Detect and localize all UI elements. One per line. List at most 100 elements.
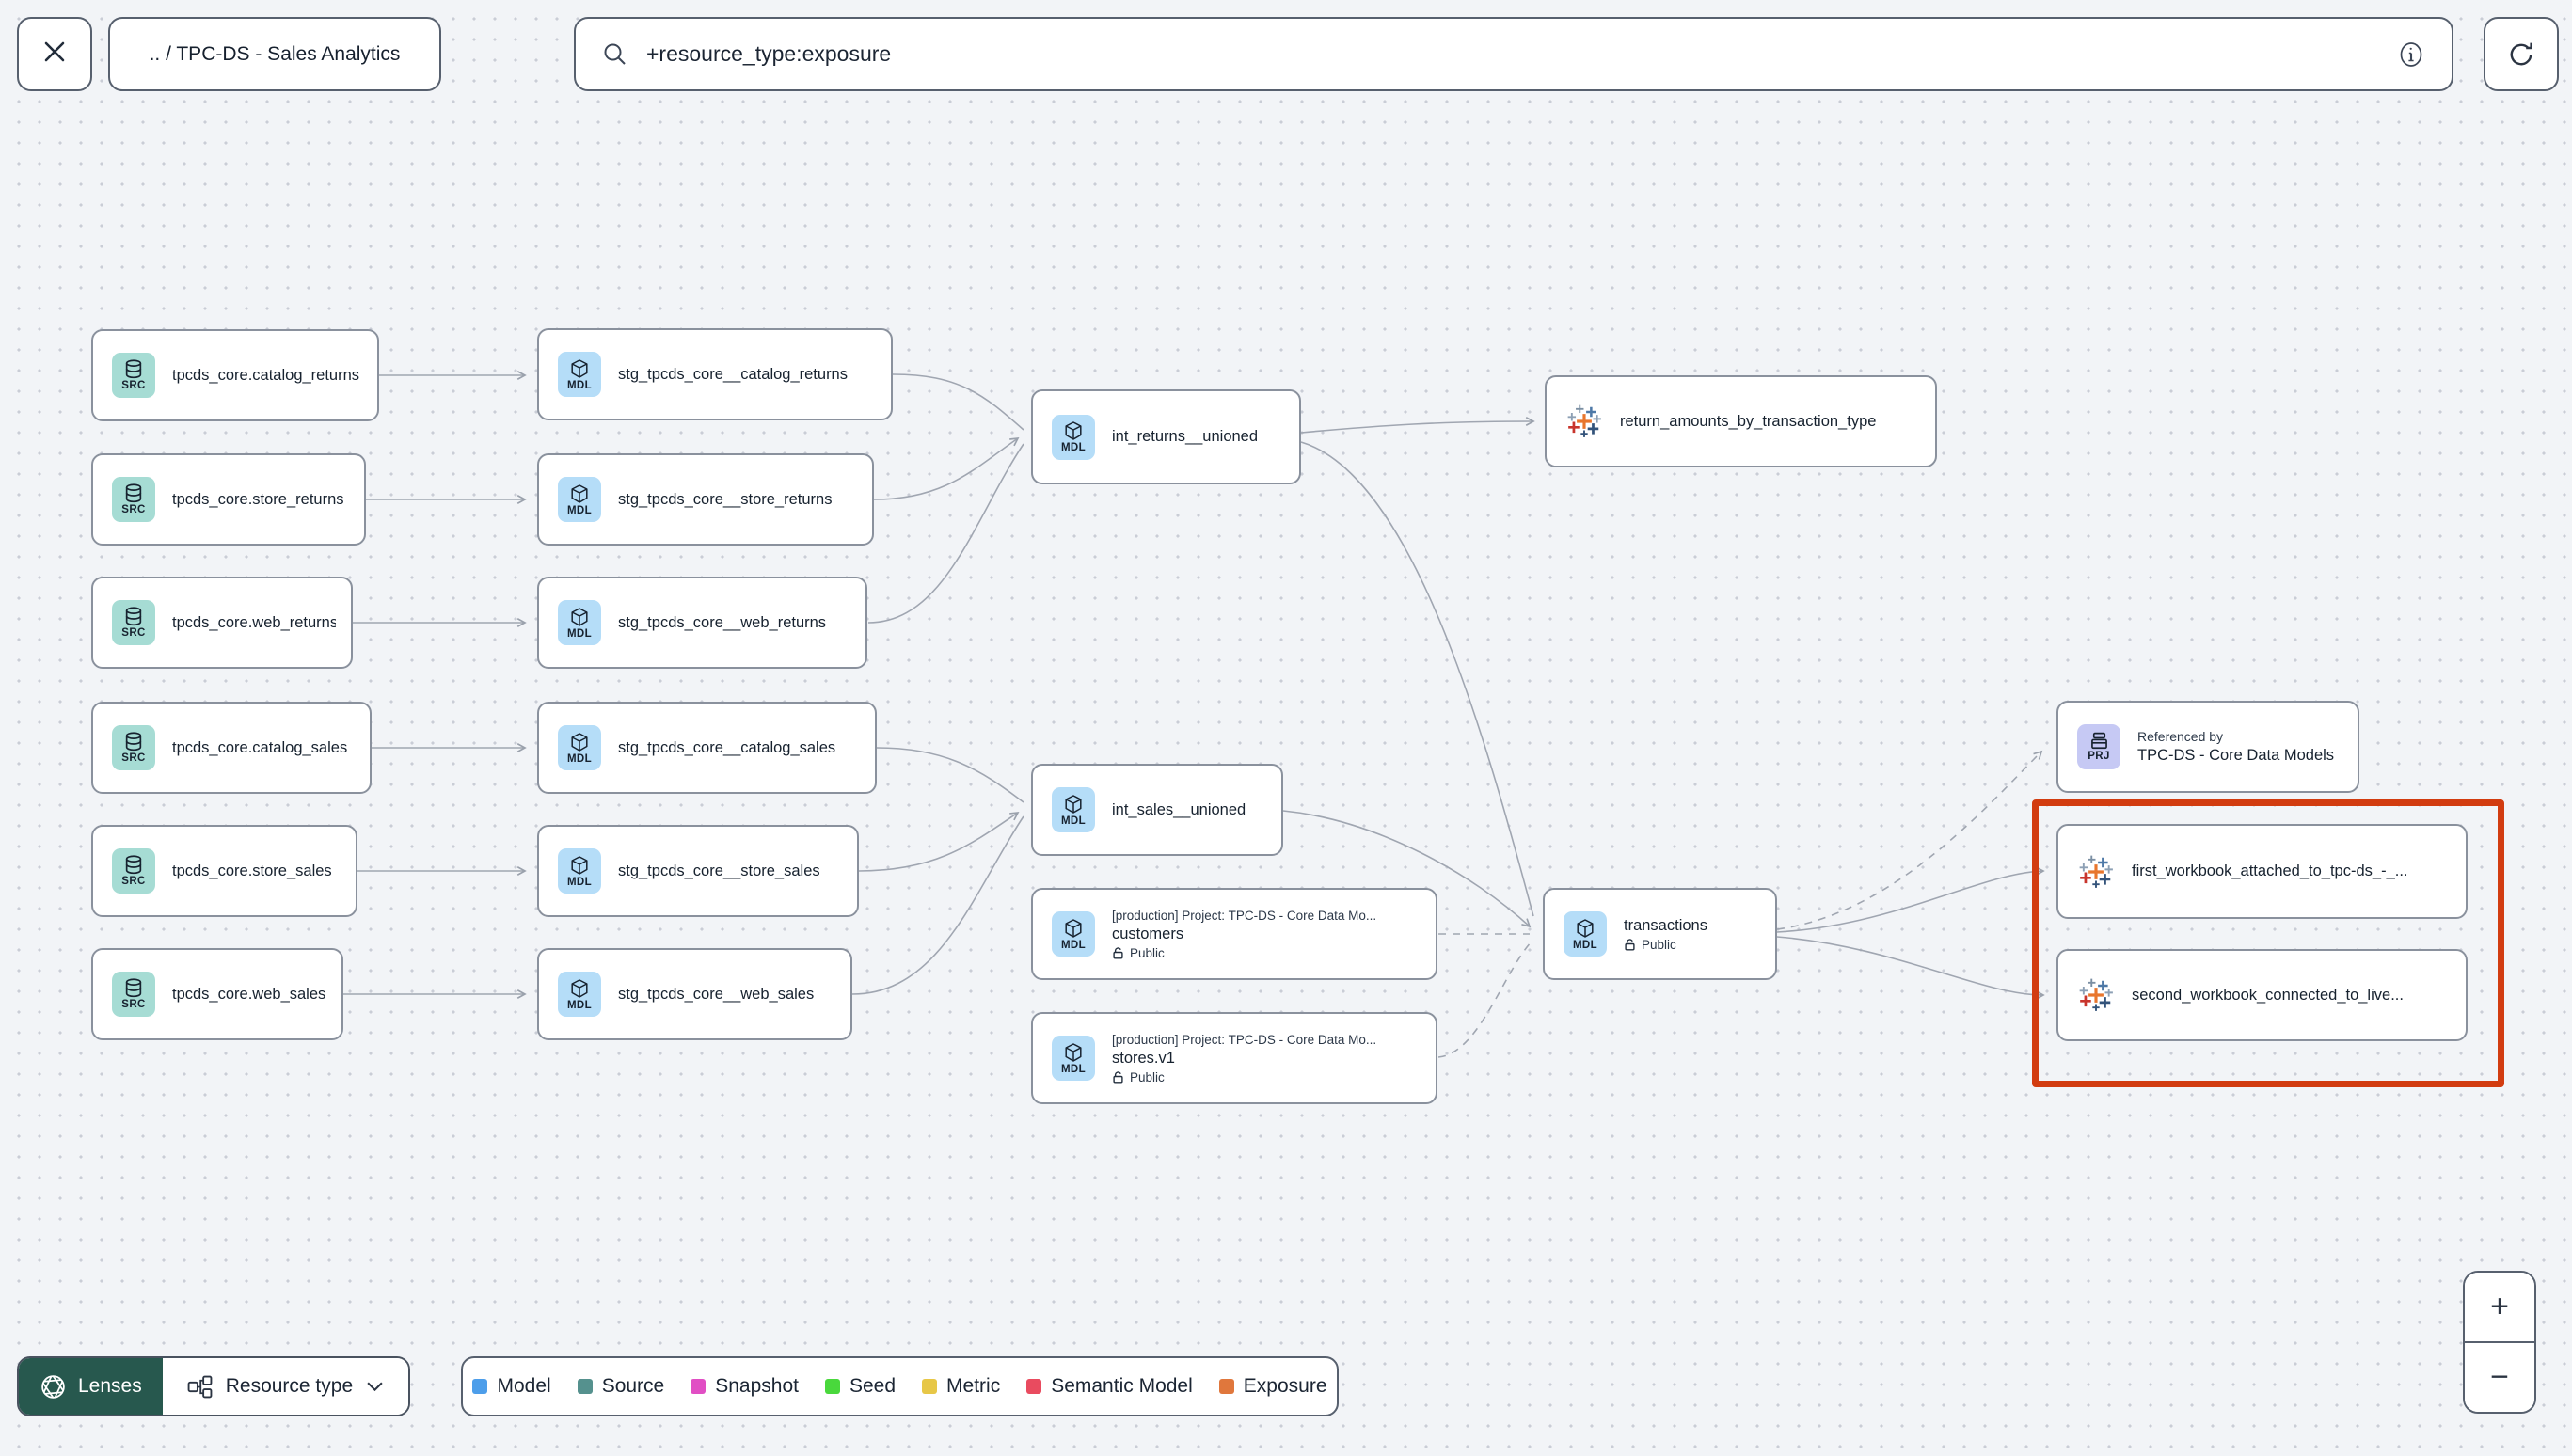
legend-swatch: [691, 1379, 707, 1394]
cube-icon: MDL: [558, 352, 601, 397]
node-label: tpcds_core.catalog_returns: [172, 366, 360, 384]
legend-item-source: Source: [577, 1375, 665, 1398]
node-body: [production] Project: TPC-DS - Core Data…: [1112, 1033, 1376, 1084]
edge-stg-web-sales-to-int-sales-unioned: [851, 815, 1024, 995]
node-body: transactions Public: [1624, 917, 1707, 952]
access-label: Public: [1130, 945, 1165, 960]
cube-icon: MDL: [558, 972, 601, 1017]
edge-stg-catalog-returns-to-int-returns-unioned: [892, 373, 1024, 431]
node-label: return_amounts_by_transaction_type: [1620, 412, 1877, 430]
info-icon[interactable]: [2397, 40, 2425, 70]
lenses-label: Lenses: [78, 1375, 142, 1397]
graph-node-stg-web-sales[interactable]: MDL stg_tpcds_core__web_sales: [537, 948, 852, 1040]
lock-open-icon: [1624, 938, 1636, 952]
legend-label: Seed: [849, 1375, 897, 1397]
chevron-down-icon: [366, 1381, 384, 1392]
edge-stg-store-sales-to-int-sales-unioned: [858, 812, 1020, 872]
lock-open-icon: [1112, 1070, 1124, 1084]
graph-node-stg-store-returns[interactable]: MDL stg_tpcds_core__store_returns: [537, 453, 874, 546]
cube-icon: MDL: [1052, 1036, 1095, 1081]
graph-node-exp-return-amounts[interactable]: return_amounts_by_transaction_type: [1545, 375, 1937, 467]
node-label: tpcds_core.store_sales: [172, 862, 332, 879]
legend-label: Model: [497, 1375, 551, 1397]
graph-node-src-catalog-returns[interactable]: SRC tpcds_core.catalog_returns: [91, 329, 379, 421]
node-label: tpcds_core.catalog_sales: [172, 738, 348, 756]
legend-swatch: [824, 1379, 840, 1394]
edge-int-sales-unioned-to-transactions: [1282, 810, 1532, 928]
graph-node-wb-first[interactable]: first_workbook_attached_to_tpc-ds_-_...: [2056, 824, 2468, 919]
cube-icon: MDL: [1052, 787, 1095, 832]
lenses-button[interactable]: Lenses: [19, 1358, 163, 1415]
node-body: [production] Project: TPC-DS - Core Data…: [1112, 909, 1376, 960]
refresh-button[interactable]: [2484, 17, 2559, 91]
node-label: stg_tpcds_core__catalog_sales: [618, 738, 836, 756]
graph-node-int-returns-unioned[interactable]: MDL int_returns__unioned: [1031, 389, 1301, 484]
graph-node-wb-second[interactable]: second_workbook_connected_to_live...: [2056, 949, 2468, 1041]
search-input[interactable]: [644, 40, 2380, 68]
legend-swatch: [1218, 1379, 1234, 1394]
graph-node-stg-catalog-returns[interactable]: MDL stg_tpcds_core__catalog_returns: [537, 328, 893, 420]
node-body: stg_tpcds_core__web_returns: [618, 614, 826, 632]
node-label: stg_tpcds_core__catalog_returns: [618, 365, 848, 383]
edge-stores-v1-to-transactions: [1437, 941, 1532, 1058]
cube-icon: MDL: [1052, 414, 1095, 460]
edge-stg-web-returns-to-int-returns-unioned: [867, 443, 1024, 624]
tableau-icon: [1565, 404, 1603, 439]
search-icon: [602, 41, 627, 67]
cube-icon: MDL: [558, 477, 601, 522]
legend-item-exposure: Exposure: [1218, 1375, 1327, 1398]
breadcrumb[interactable]: .. / TPC-DS - Sales Analytics: [108, 17, 441, 91]
legend-label: Source: [601, 1375, 665, 1397]
graph-node-stores-v1[interactable]: MDL [production] Project: TPC-DS - Core D…: [1031, 1012, 1437, 1104]
edge-stg-catalog-sales-to-int-sales-unioned: [876, 747, 1024, 803]
close-button[interactable]: [17, 17, 92, 91]
edge-transactions-to-wb-first: [1776, 866, 2045, 933]
node-body: stg_tpcds_core__store_returns: [618, 491, 832, 509]
node-label: transactions: [1624, 916, 1707, 934]
node-label: int_returns__unioned: [1112, 428, 1259, 445]
refresh-icon: [2505, 39, 2537, 71]
zoom-in-button[interactable]: +: [2465, 1273, 2534, 1343]
tableau-icon: [2077, 977, 2115, 1013]
zoom-out-button[interactable]: −: [2465, 1343, 2534, 1412]
zoom-controls: + −: [2463, 1271, 2536, 1414]
database-icon: SRC: [112, 353, 155, 398]
node-body: stg_tpcds_core__catalog_returns: [618, 366, 848, 384]
close-icon: [42, 40, 67, 69]
node-label: stg_tpcds_core__store_sales: [618, 862, 820, 879]
access-label: Public: [1642, 937, 1676, 952]
resource-type-dropdown[interactable]: Resource type: [162, 1358, 409, 1415]
node-body: tpcds_core.catalog_sales: [172, 739, 347, 757]
node-body: stg_tpcds_core__catalog_sales: [618, 739, 835, 757]
breadcrumb-label: .. / TPC-DS - Sales Analytics: [149, 42, 401, 65]
node-label: tpcds_core.store_returns: [172, 490, 344, 508]
legend-label: Snapshot: [715, 1375, 799, 1397]
node-label: stg_tpcds_core__web_returns: [618, 613, 827, 631]
legend-swatch: [922, 1379, 938, 1394]
legend-label: Metric: [946, 1375, 1001, 1397]
aperture-icon: [40, 1373, 67, 1401]
legend-swatch: [472, 1379, 488, 1394]
graph-node-customers[interactable]: MDL[production] Project: TPC-DS - Core D…: [1031, 888, 1437, 980]
node-body: stg_tpcds_core__store_sales: [618, 863, 820, 880]
node-body: stg_tpcds_core__web_sales: [618, 986, 814, 1004]
edge-int-returns-unioned-to-transactions: [1300, 441, 1534, 917]
node-body: tpcds_core.catalog_returns: [172, 367, 359, 385]
edge-stg-store-returns-to-int-returns-unioned: [873, 436, 1020, 500]
node-body: tpcds_core.web_returns: [172, 614, 336, 632]
node-body: int_returns__unioned: [1112, 428, 1258, 446]
resource-type-icon: [187, 1375, 213, 1399]
